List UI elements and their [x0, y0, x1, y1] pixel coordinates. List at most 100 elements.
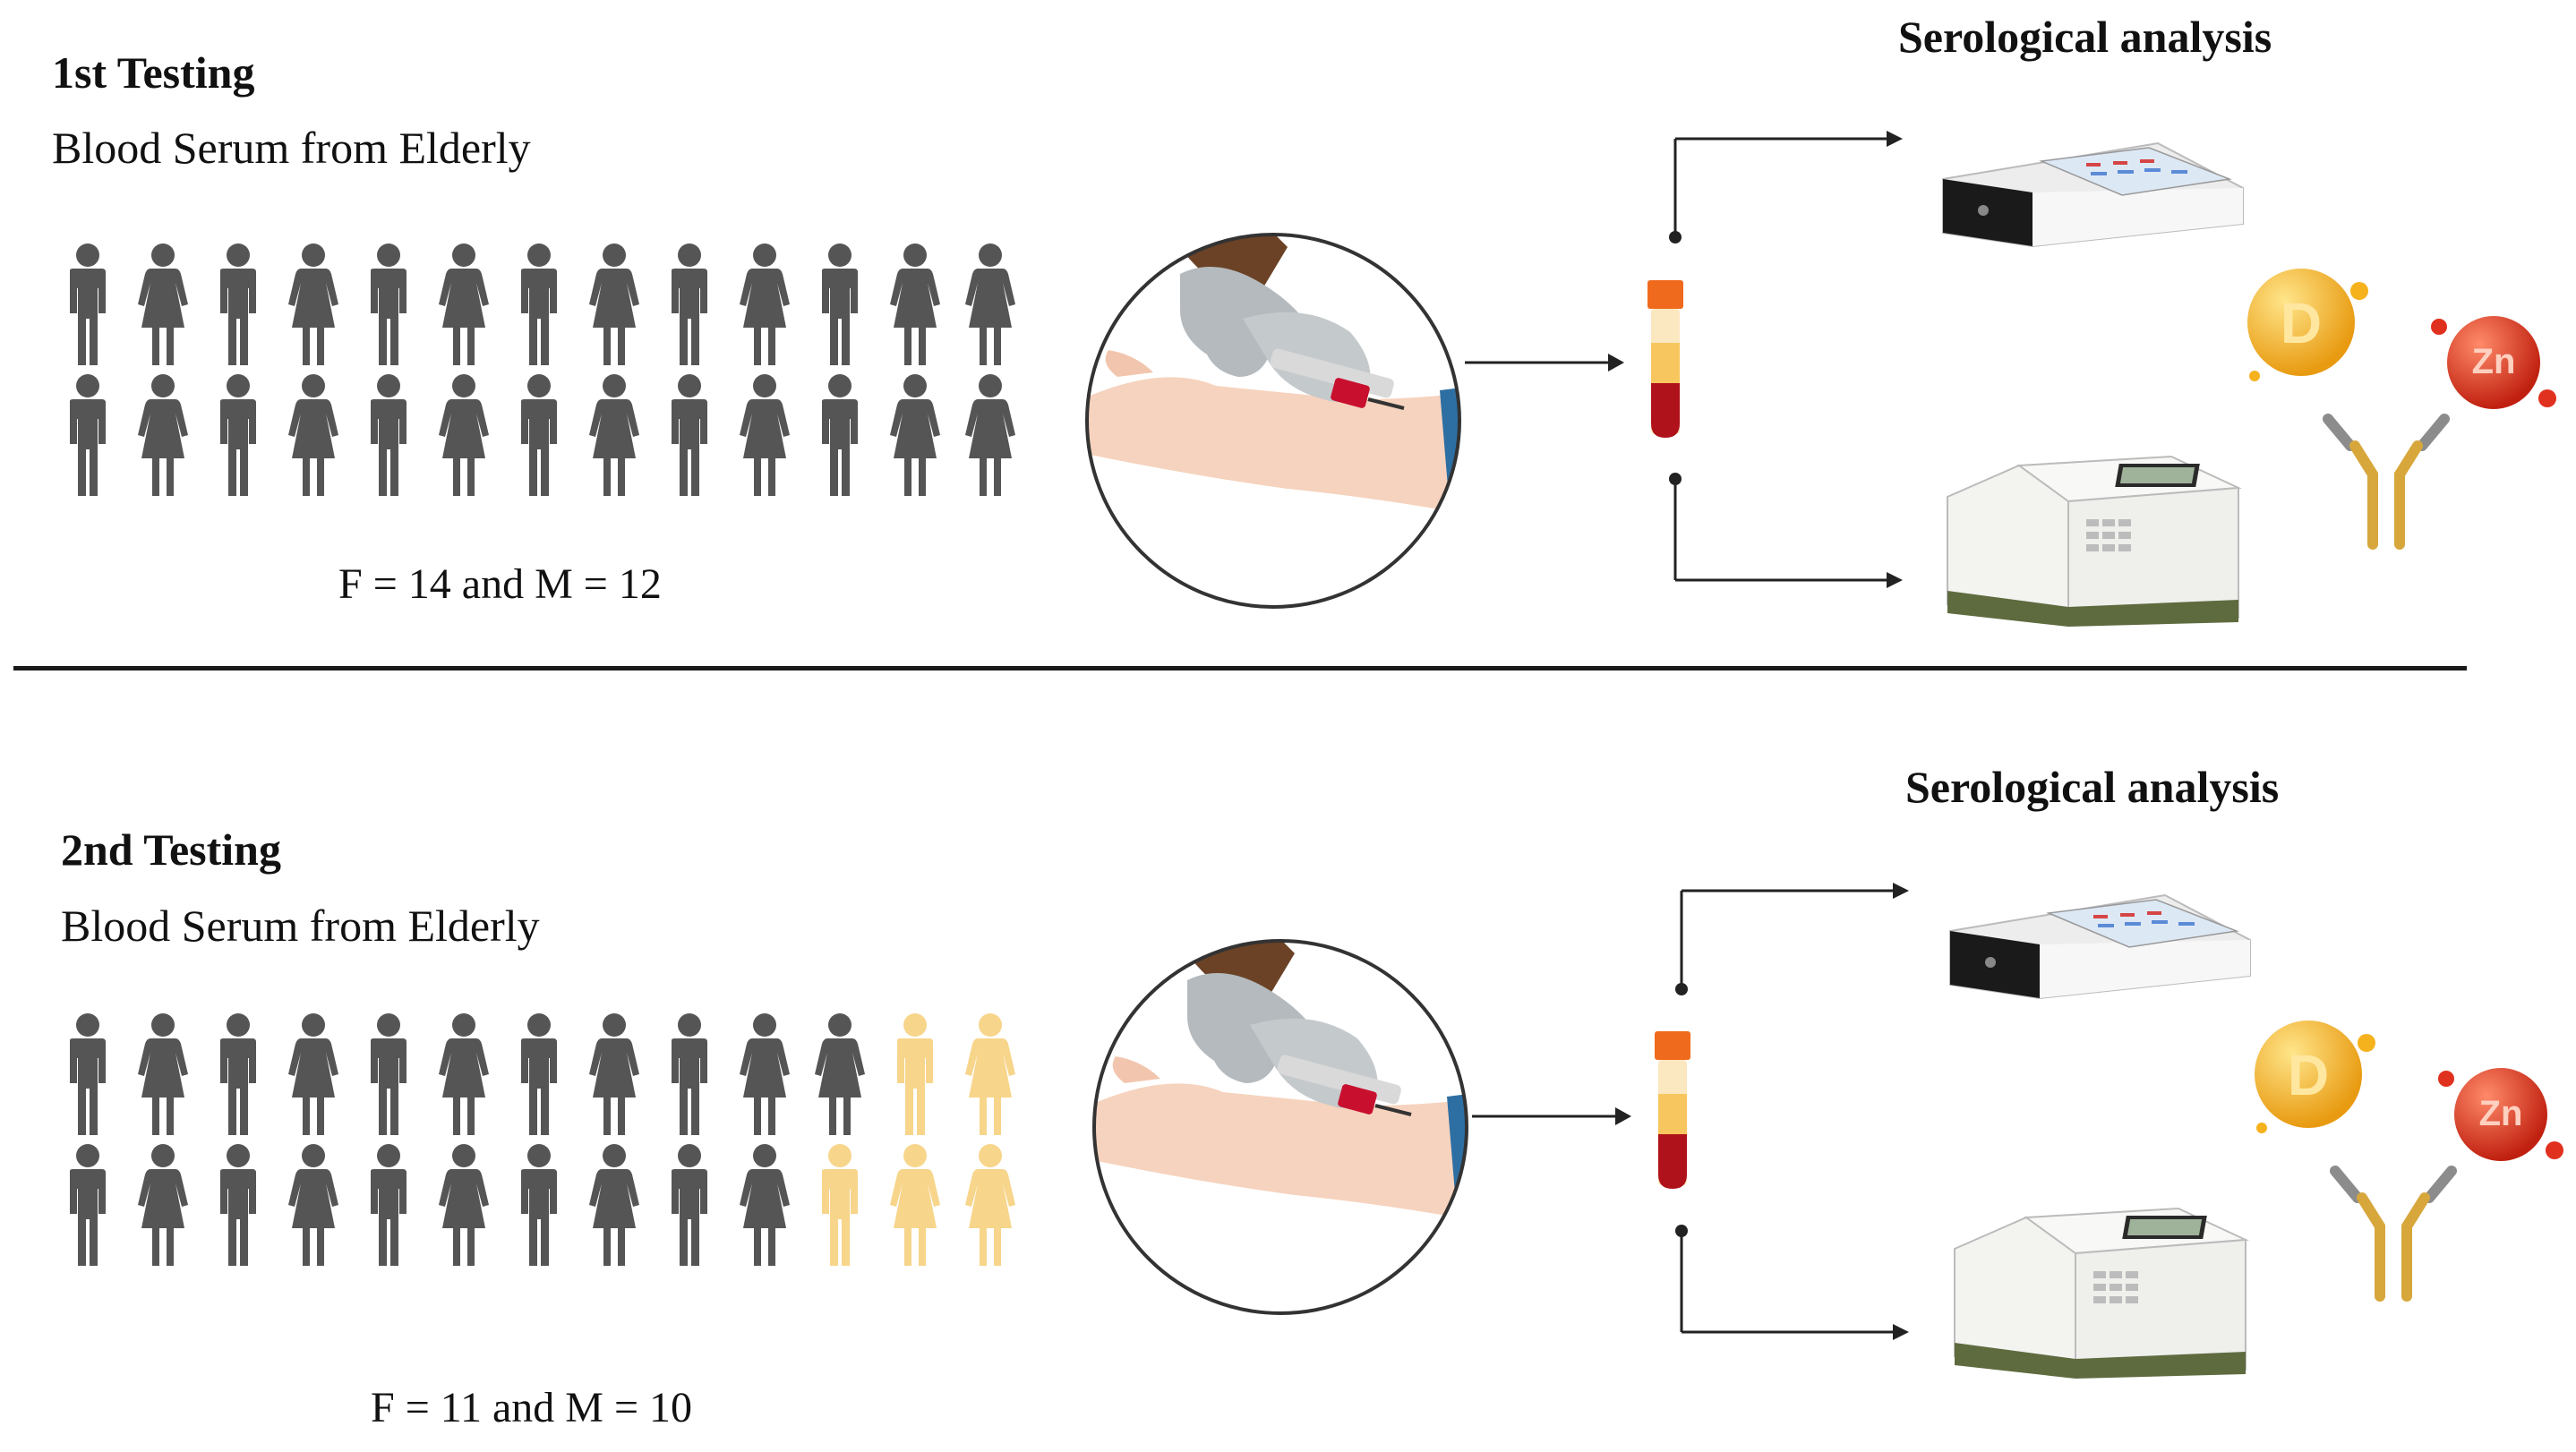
female-person-icon — [439, 243, 489, 365]
female-person-icon — [288, 1144, 338, 1266]
blood-tube-icon — [1647, 280, 1683, 438]
person — [125, 372, 201, 503]
highlighted-person — [802, 1142, 877, 1273]
zinc-icon: Zn — [2431, 316, 2556, 409]
vitamin-d-icon: D — [2247, 269, 2368, 381]
male-person-icon — [371, 374, 407, 496]
person — [577, 372, 652, 503]
blood-draw-icon — [1085, 233, 1461, 609]
person — [953, 242, 1028, 372]
female-person-icon — [740, 1013, 790, 1135]
male-person-icon — [521, 1144, 557, 1266]
male-person-icon — [70, 1144, 106, 1266]
person — [501, 242, 577, 372]
connector-lines — [1669, 131, 1903, 588]
female-person-icon — [965, 1013, 1015, 1135]
person — [201, 372, 276, 503]
person — [652, 242, 727, 372]
svg-text:D: D — [2281, 291, 2322, 355]
chemistry-analyzer-icon — [1947, 455, 2242, 627]
person — [276, 1142, 351, 1273]
person — [50, 242, 125, 372]
person — [125, 242, 201, 372]
female-person-icon — [890, 1144, 940, 1266]
person — [877, 242, 953, 372]
male-person-icon — [822, 243, 858, 365]
male-person-icon — [220, 1013, 256, 1135]
male-person-icon — [521, 1013, 557, 1135]
person — [802, 242, 877, 372]
highlighted-person — [953, 1012, 1028, 1142]
highlighted-person — [877, 1142, 953, 1273]
person — [577, 242, 652, 372]
person — [426, 1142, 501, 1273]
female-person-icon — [439, 374, 489, 496]
serological-analysis-label: Serological analysis — [1898, 12, 2272, 62]
person — [426, 1012, 501, 1142]
person — [652, 372, 727, 503]
male-person-icon — [371, 1144, 407, 1266]
male-person-icon — [371, 1013, 407, 1135]
person — [125, 1012, 201, 1142]
person — [50, 1012, 125, 1142]
male-person-icon — [70, 1013, 106, 1135]
antibody-icon — [2323, 414, 2450, 550]
svg-text:Zn: Zn — [2472, 342, 2516, 381]
female-person-icon — [965, 1144, 1015, 1266]
person — [652, 1142, 727, 1273]
person — [802, 1012, 877, 1142]
person — [276, 1012, 351, 1142]
female-person-icon — [138, 243, 188, 365]
person — [501, 372, 577, 503]
testing-panel-2: 2nd Testing Blood Serum from Elderly Ser… — [0, 676, 2576, 1452]
person — [577, 1142, 652, 1273]
person — [727, 242, 802, 372]
male-person-icon — [70, 243, 106, 365]
svg-text:Zn: Zn — [2479, 1094, 2523, 1133]
male-person-icon — [521, 374, 557, 496]
male-person-icon — [672, 1013, 707, 1135]
person — [501, 1142, 577, 1273]
female-person-icon — [439, 1144, 489, 1266]
person — [426, 372, 501, 503]
person — [727, 1142, 802, 1273]
people-grid — [50, 1012, 1028, 1273]
female-person-icon — [138, 374, 188, 496]
zinc-icon: Zn — [2438, 1068, 2563, 1161]
male-person-icon — [70, 374, 106, 496]
female-person-icon — [288, 1013, 338, 1135]
person — [50, 1142, 125, 1273]
person — [426, 242, 501, 372]
panel-subtitle: Blood Serum from Elderly — [52, 123, 531, 173]
male-person-icon — [220, 243, 256, 365]
person — [50, 372, 125, 503]
chemistry-analyzer-icon — [1954, 1207, 2249, 1379]
testing-panel-1: 1st Testing Blood Serum from Elderly Ser… — [0, 0, 2576, 667]
people-grid — [50, 242, 1028, 503]
arrow-icon — [1465, 354, 1624, 372]
ichroma-analyzer-icon — [1942, 141, 2244, 248]
female-person-icon — [589, 374, 639, 496]
female-person-icon — [740, 243, 790, 365]
female-person-icon — [439, 1013, 489, 1135]
person — [577, 1012, 652, 1142]
female-person-icon — [740, 1144, 790, 1266]
male-person-icon — [371, 243, 407, 365]
male-person-icon — [672, 374, 707, 496]
female-person-icon — [815, 1013, 865, 1135]
male-person-icon — [672, 1144, 707, 1266]
sample-counts-label: F = 11 and M = 10 — [371, 1384, 693, 1431]
ichroma-analyzer-icon — [1949, 893, 2251, 1000]
panel-subtitle: Blood Serum from Elderly — [61, 901, 540, 951]
male-person-icon — [897, 1013, 933, 1135]
person — [276, 372, 351, 503]
female-person-icon — [589, 1013, 639, 1135]
person — [201, 1142, 276, 1273]
person — [501, 1012, 577, 1142]
panel-heading: 2nd Testing — [61, 824, 281, 875]
blood-draw-icon — [1092, 939, 1468, 1315]
person — [652, 1012, 727, 1142]
person — [201, 1012, 276, 1142]
sample-counts-label: F = 14 and M = 12 — [338, 560, 662, 608]
person — [727, 1012, 802, 1142]
